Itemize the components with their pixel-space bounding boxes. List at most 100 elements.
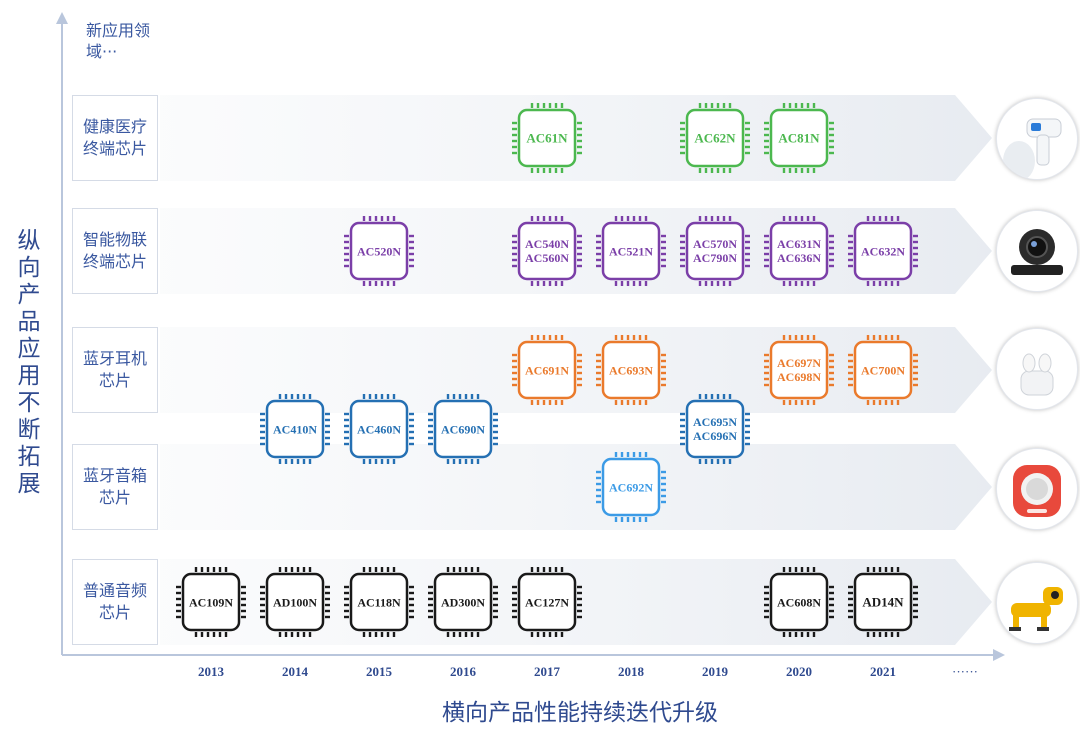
chip-body — [517, 572, 577, 632]
row-band — [160, 444, 992, 530]
chip-label: AC118N — [357, 596, 401, 610]
chip-body — [349, 399, 409, 459]
chip-body — [769, 340, 829, 400]
chip-body — [769, 108, 829, 168]
chip-label: AC127N — [525, 596, 569, 610]
chip-label: AC690N — [441, 423, 485, 437]
chip-label: AC790N — [693, 251, 737, 265]
chip-body — [853, 221, 913, 281]
chip-label: AC631N — [777, 237, 821, 251]
x-axis-title: 横向产品性能持续迭代升级 — [442, 700, 718, 726]
chip-ac521n: AC521N — [596, 216, 666, 286]
chip-label: AC560N — [525, 251, 569, 265]
chip-label: AC520N — [357, 245, 401, 259]
chip-body — [601, 221, 661, 281]
chip-label: AC81N — [778, 131, 820, 146]
chip-ac691n: AC691N — [512, 335, 582, 405]
robot-dog-icon — [996, 562, 1078, 644]
chip-ad14n: AD14N — [848, 567, 918, 637]
chip-label: AC691N — [525, 364, 569, 378]
chip-ac118n: AC118N — [344, 567, 414, 637]
chip-ac410n: AC410N — [260, 394, 330, 464]
chip-ac460n: AC460N — [344, 394, 414, 464]
y-axis-arrow — [56, 12, 68, 24]
chip-ac690n: AC690N — [428, 394, 498, 464]
chip-body — [517, 108, 577, 168]
year-more-label: ······ — [952, 664, 978, 679]
year-label: 2018 — [618, 664, 644, 679]
chip-ac61n: AC61N — [512, 103, 582, 173]
row-label-speaker: 蓝牙音箱芯片 — [72, 444, 158, 530]
chip-label: AC692N — [609, 481, 653, 495]
chip-ac700n: AC700N — [848, 335, 918, 405]
chip-ac608n: AC608N — [764, 567, 834, 637]
chip-ac109n: AC109N — [176, 567, 246, 637]
row-label-audio: 普通音频芯片 — [72, 559, 158, 645]
chip-body — [265, 399, 325, 459]
year-label: 2014 — [282, 664, 308, 679]
year-label: 2019 — [702, 664, 728, 679]
year-label: 2013 — [198, 664, 224, 679]
chip-body — [349, 221, 409, 281]
y-axis-title: 纵向产品应用不断拓展 — [17, 228, 41, 497]
chip-label: AC460N — [357, 423, 401, 437]
chip-body — [685, 108, 745, 168]
chip-label: AC698N — [777, 370, 821, 384]
year-label: 2021 — [870, 664, 896, 679]
chip-ac127n: AC127N — [512, 567, 582, 637]
chip-ac520n: AC520N — [344, 216, 414, 286]
chip-label: AC521N — [609, 245, 653, 259]
chip-label: AC696N — [693, 429, 737, 443]
year-label: 2020 — [786, 664, 812, 679]
chip-ad100n: AD100N — [260, 567, 330, 637]
chip-body — [517, 340, 577, 400]
chip-label: AC695N — [693, 415, 737, 429]
chip-body — [601, 340, 661, 400]
chip-label: AC61N — [526, 131, 568, 146]
chip-body — [433, 399, 493, 459]
chip-ad300n: AD300N — [428, 567, 498, 637]
chip-label: AC700N — [861, 364, 905, 378]
chip-ac632n: AC632N — [848, 216, 918, 286]
chip-body — [853, 340, 913, 400]
chip-label: AC693N — [609, 364, 653, 378]
axes — [56, 12, 1005, 661]
chip-body — [601, 457, 661, 517]
chip-label: AD100N — [273, 596, 317, 610]
chip-body — [181, 572, 241, 632]
chip-ac692n: AC692N — [596, 452, 666, 522]
row-label-earphone: 蓝牙耳机芯片 — [72, 327, 158, 413]
chip-body — [265, 572, 325, 632]
chip-label: AC697N — [777, 356, 821, 370]
row-label-health: 健康医疗终端芯片 — [72, 95, 158, 181]
thermometer-icon — [996, 98, 1078, 180]
chip-body — [769, 221, 829, 281]
chip-body — [685, 399, 745, 459]
year-label: 2016 — [450, 664, 476, 679]
chip-ac693n: AC693N — [596, 335, 666, 405]
chip-body — [685, 221, 745, 281]
chip-label: AC570N — [693, 237, 737, 251]
chip-body — [349, 572, 409, 632]
x-axis-arrow — [993, 649, 1005, 661]
chip-label: AC636N — [777, 251, 821, 265]
chip-label: AC540N — [525, 237, 569, 251]
chip-ac81n: AC81N — [764, 103, 834, 173]
year-label: 2015 — [366, 664, 392, 679]
earbuds-icon — [996, 328, 1078, 410]
chip-label: AC62N — [694, 131, 736, 146]
chip-label: AD300N — [441, 596, 485, 610]
chip-ac62n: AC62N — [680, 103, 750, 173]
chip-label: AD14N — [862, 595, 904, 610]
row-label-iot: 智能物联终端芯片 — [72, 208, 158, 294]
chip-body — [517, 221, 577, 281]
chip-body — [769, 572, 829, 632]
